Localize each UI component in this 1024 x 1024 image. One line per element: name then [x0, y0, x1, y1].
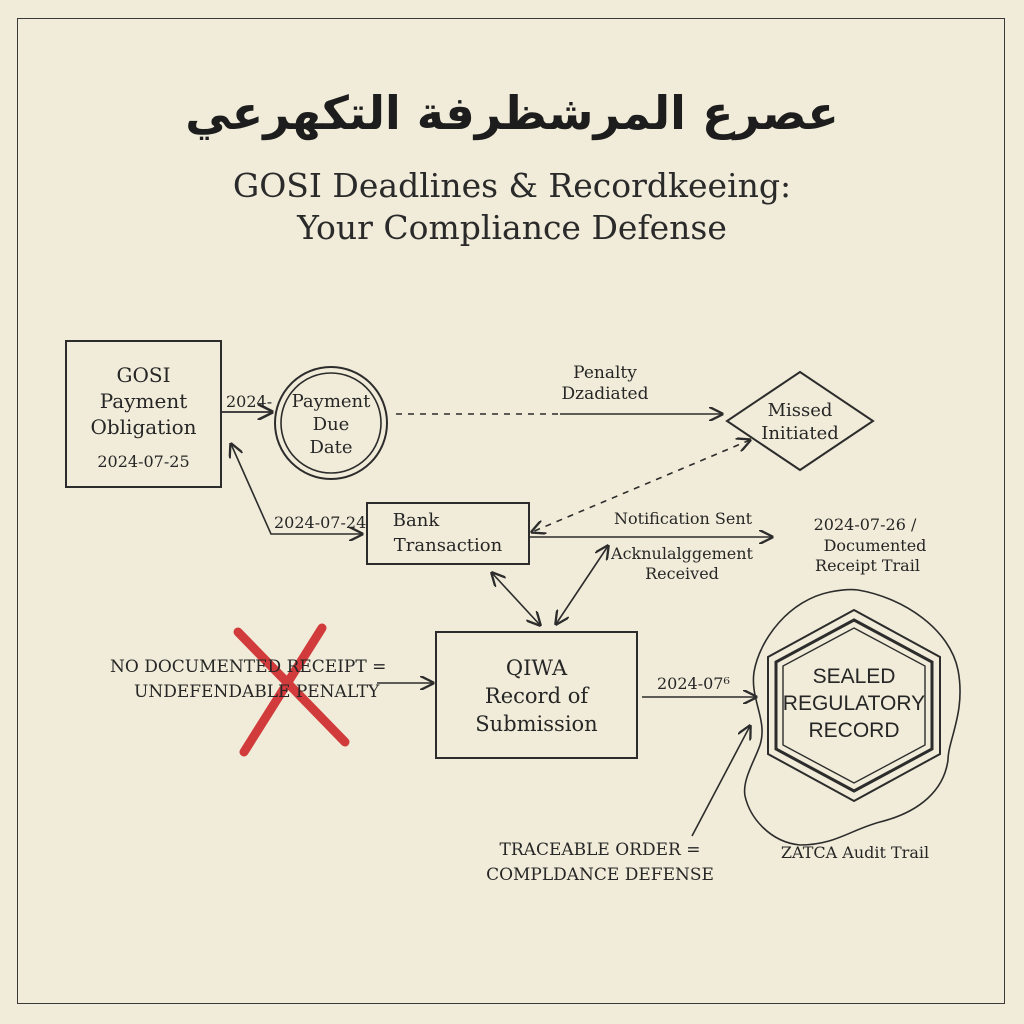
- subtitle-line-1: GOSI Deadlines & Recordkeeing:: [232, 166, 792, 205]
- red-cross-stroke-2: [239, 623, 327, 757]
- missed-line2: Initiated: [761, 423, 839, 444]
- seal-wavy-outline: [743, 588, 961, 846]
- arrow-missed-bank-dashed: [532, 440, 750, 532]
- receipt-label-3: Receipt Trail: [815, 556, 920, 575]
- qiwa-line1: QIWA: [505, 656, 568, 680]
- payment-due-line1: Payment: [291, 391, 371, 412]
- seal-hex-1: [767, 608, 941, 803]
- arrow-date-label: 2024-: [226, 392, 273, 411]
- seal-hex-3: [782, 627, 926, 784]
- obligation-label: Obligation: [90, 415, 197, 439]
- receipt-label-1: 2024-07-26 /: [813, 515, 917, 534]
- penalty-label-1: Penalty: [573, 363, 637, 383]
- bank-date-label: 2024-07-24: [274, 513, 367, 532]
- payment-due-line3: Date: [309, 437, 353, 458]
- gosi-date: 2024-07-25: [97, 452, 190, 471]
- seal-hex-2: [774, 618, 934, 793]
- traceable-label-1: TRACEABLE ORDER =: [499, 840, 701, 860]
- bank-transaction-box[interactable]: [366, 502, 530, 565]
- arabic-title: عصرع المرشظرفة التكهرعي: [185, 86, 839, 140]
- gosi-payment-obligation-box[interactable]: [65, 340, 222, 488]
- qiwa-line3: Submission: [475, 712, 598, 736]
- payment-label: Payment: [99, 389, 188, 413]
- qiwa-record-box[interactable]: [435, 631, 638, 759]
- traceable-label-2: COMPLDANCE DEFENSE: [486, 865, 714, 885]
- notification-label: Notification Sent: [614, 509, 753, 528]
- diagram-frame: [17, 18, 1005, 1004]
- penalty-label-2: Dzadiated: [561, 384, 649, 404]
- zatca-label: ZATCA Audit Trail: [780, 843, 930, 862]
- receipt-label-2: Documented: [823, 536, 927, 555]
- payment-due-line2: Due: [312, 414, 350, 435]
- gosi-label: GOSI: [116, 363, 171, 387]
- sealed-line1: SEALED: [812, 665, 896, 688]
- qiwa-line2: Record of: [484, 684, 589, 708]
- arrow-gosi-bank: [231, 444, 362, 534]
- bank-line1: Bank: [392, 510, 440, 531]
- qiwa-date-label: 2024-07⁶: [657, 674, 730, 693]
- arrow-traceable-to-sealed: [691, 726, 750, 837]
- sealed-line3: RECORD: [808, 719, 900, 742]
- sealed-line2: REGULATORY: [782, 692, 926, 715]
- no-receipt-label-2: UNDEFENDABLE PENALTY: [134, 682, 380, 702]
- ack-label-1: Acknulalggement: [611, 544, 753, 563]
- bank-line2: Transaction: [393, 535, 503, 556]
- ack-label-2: Received: [645, 564, 719, 583]
- arrow-ack-qiwa: [556, 546, 608, 624]
- red-cross-stroke-1: [233, 627, 350, 747]
- missed-line1: Missed: [767, 400, 833, 421]
- missed-diamond: [725, 370, 875, 472]
- no-receipt-label-1: NO DOCUMENTED RECEIPT =: [110, 657, 387, 677]
- subtitle-line-2: Your Compliance Defense: [297, 208, 727, 247]
- arrow-bank-qiwa: [492, 573, 540, 625]
